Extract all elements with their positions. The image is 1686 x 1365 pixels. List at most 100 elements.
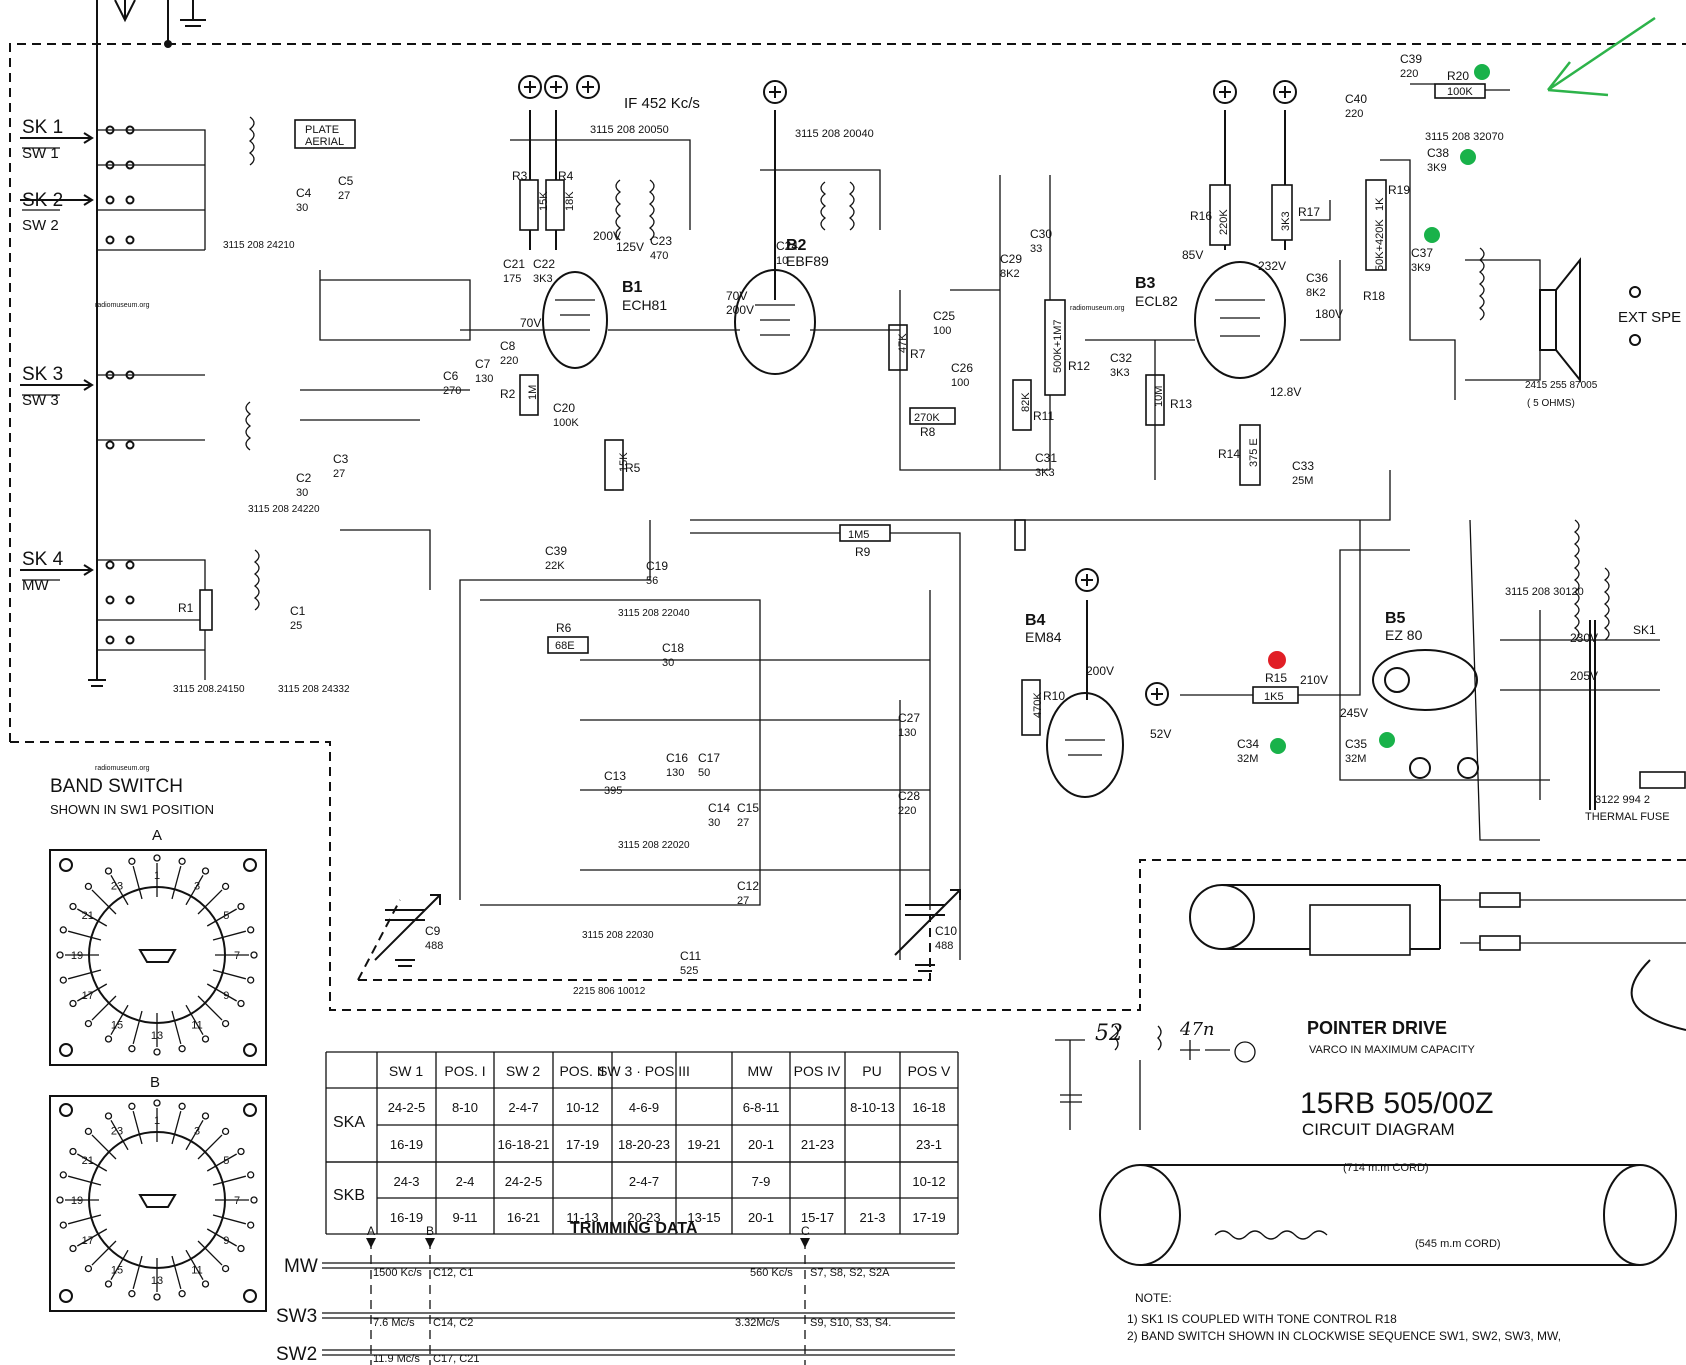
r2-val: 1M xyxy=(527,385,539,400)
band-switch-pin-b: 11 xyxy=(191,1264,202,1276)
r15-ref: R15 xyxy=(1265,671,1287,685)
trim-sw2-a: 11.9 Mc/s xyxy=(373,1353,420,1365)
pn-87005: 2415 255 87005 xyxy=(1525,380,1598,391)
note-line-2: 2) BAND SWITCH SHOWN IN CLOCKWISE SEQUEN… xyxy=(1127,1329,1561,1343)
r6-val: 68E xyxy=(555,640,575,652)
band-switch-pin-b: 5 xyxy=(223,1155,229,1167)
trim-sw3-cf: 3.32Mc/s xyxy=(735,1317,780,1329)
tube-b2-type: EBF89 xyxy=(786,253,829,269)
cap-val: 25 xyxy=(290,620,302,632)
band-switch-pin-a: 1 xyxy=(154,870,160,882)
cap-ref: C38 xyxy=(1427,146,1449,160)
r19-ref: R19 xyxy=(1388,183,1410,197)
text-layer: SK 1 SW 1 SK 2 SW 2 SK 3 SW 3 SK 4 MW PL… xyxy=(22,52,1681,1365)
pn-22030: 3115 208 22030 xyxy=(582,930,654,941)
cap-ref: C28 xyxy=(898,789,920,803)
band-switch-pin-b: 23 xyxy=(111,1126,123,1138)
cap-ref: C39 xyxy=(1400,52,1422,66)
cap-ref: C27 xyxy=(898,711,920,725)
cap-val: 27 xyxy=(338,190,350,202)
band-switch-pin-a: 15 xyxy=(111,1019,123,1031)
table-cell: 21-3 xyxy=(859,1210,885,1225)
cap-val: 33 xyxy=(1030,243,1042,255)
band-switch-pin-a: 7 xyxy=(234,950,240,962)
model-title: 15RB 505/00Z xyxy=(1300,1087,1493,1120)
cap-val: 30 xyxy=(296,202,308,214)
table-cell: 10-12 xyxy=(912,1174,945,1189)
table-cell: 2-4-7 xyxy=(508,1100,538,1115)
tube-b3-type: ECL82 xyxy=(1135,293,1178,309)
table-cell: 4-6-9 xyxy=(629,1100,659,1115)
cap-val: 8K2 xyxy=(1000,268,1020,280)
speaker-ohms: ( 5 OHMS) xyxy=(1527,398,1575,409)
cap-ref: C40 xyxy=(1345,92,1367,106)
r15-val: 1K5 xyxy=(1264,691,1284,703)
band-switch-pin-a: 13 xyxy=(151,1030,163,1042)
mains-205v: 205V xyxy=(1570,669,1598,683)
r6-ref: R6 xyxy=(556,621,572,635)
r16-val: 220K xyxy=(1218,209,1230,235)
cap-ref: C31 xyxy=(1035,451,1057,465)
cap-ref: C39 xyxy=(545,544,567,558)
pn-32070: 3115 208 32070 xyxy=(1425,131,1504,143)
band-switch-pin-a: 23 xyxy=(111,881,123,893)
table-cell: 7-9 xyxy=(752,1174,771,1189)
tube-b3-id: B3 xyxy=(1135,275,1156,292)
pn-24150: 3115 208.24150 xyxy=(173,684,245,695)
voltage-label: 70V xyxy=(520,316,541,330)
cap-ref: C25 xyxy=(933,309,955,323)
plate-aerial-1: PLATE xyxy=(305,124,339,136)
chassis-dashed-boundary-lower xyxy=(10,741,1686,1011)
cap-ref: C37 xyxy=(1411,246,1433,260)
ext-speaker-label: EXT SPE xyxy=(1618,309,1681,326)
trim-sw3-a: 7.6 Mc/s xyxy=(373,1317,415,1329)
band-switch-pin-b: 17 xyxy=(82,1235,94,1247)
table-cell: 2-4-7 xyxy=(629,1174,659,1189)
cap-ref: C16 xyxy=(666,751,688,765)
table-cell: 23-1 xyxy=(916,1137,942,1152)
tube-b1-id: B1 xyxy=(622,279,643,296)
r13-ref: R13 xyxy=(1170,397,1192,411)
trim-marker-c: C xyxy=(801,1224,810,1238)
cord-714: (714 m.m CORD) xyxy=(1343,1162,1429,1174)
table-cell: 10-12 xyxy=(566,1100,599,1115)
cap-val: 270 xyxy=(443,385,461,397)
band-switch-pin-a: 19 xyxy=(71,950,83,962)
cap-val: 50 xyxy=(698,767,710,779)
tube-b2-id: B2 xyxy=(786,237,807,254)
table-cell: 18-20-23 xyxy=(618,1137,670,1152)
voltage-label: 85V xyxy=(1182,248,1203,262)
trim-mw-b: C12, C1 xyxy=(433,1267,473,1279)
r5-ref: R5 xyxy=(625,461,641,475)
table-header-4: POS. II xyxy=(559,1063,604,1079)
cap-val: 3K9 xyxy=(1427,162,1447,174)
band-switch-b-label: B xyxy=(150,1074,160,1091)
cap-val: 525 xyxy=(680,965,698,977)
cap-ref: C6 xyxy=(443,369,459,383)
band-switch-pin-a: 5 xyxy=(223,910,229,922)
table-cell: 13-15 xyxy=(687,1210,720,1225)
r16-ref: R16 xyxy=(1190,209,1212,223)
green-arrow-icon xyxy=(1547,16,1656,97)
tube-b5-envelope xyxy=(1372,649,1478,711)
handwritten-additions xyxy=(1055,1025,1256,1130)
voltage-label: 210V xyxy=(1300,673,1328,687)
table-cell: 20-1 xyxy=(748,1137,774,1152)
voltage-label: 200V xyxy=(593,229,621,243)
note-label: NOTE: xyxy=(1135,1291,1172,1305)
voltage-label: 52V xyxy=(1150,727,1171,741)
trim-marker-b: B xyxy=(426,1224,434,1238)
cap-ref: C14 xyxy=(708,801,730,815)
trim-sw3-band: SW3 xyxy=(276,1306,317,1327)
cap-ref: C26 xyxy=(951,361,973,375)
plate-aerial-2: AERIAL xyxy=(305,136,344,148)
green-dot-c34 xyxy=(1270,738,1286,754)
cap-ref: C32 xyxy=(1110,351,1132,365)
trim-sw3-cp: S9, S10, S3, S4. xyxy=(810,1317,891,1329)
cap-ref: C22 xyxy=(533,257,555,271)
table-cell: 8-10-13 xyxy=(850,1100,895,1115)
watermark-2: radiomuseum.org xyxy=(1070,305,1125,312)
cap-val: 175 xyxy=(503,273,521,285)
r13-val: 10M xyxy=(1153,386,1165,407)
